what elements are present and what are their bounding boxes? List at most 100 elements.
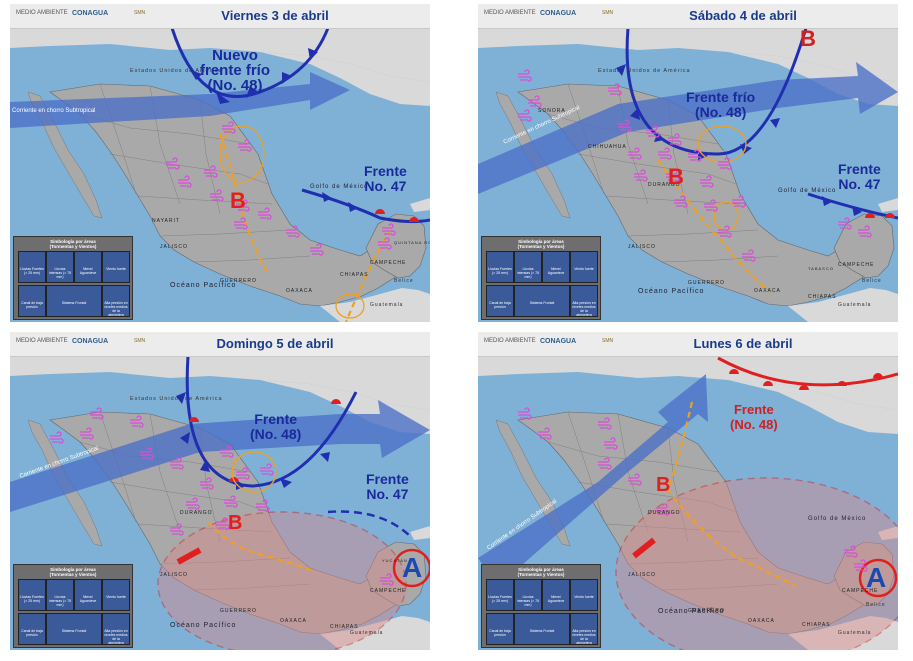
place-label-guatemala: Guatemala xyxy=(350,630,384,636)
high-pressure-area xyxy=(615,477,898,650)
cold-front-triangle xyxy=(740,144,752,154)
legend-heavy-rain: Lluvias Fuertes (> 25 mm) xyxy=(18,251,46,283)
strong-wind-icon xyxy=(378,237,392,250)
pressure-letter: A xyxy=(866,562,887,593)
strong-wind-icon xyxy=(628,147,642,160)
legend-front-system: Sistema Frontal xyxy=(514,285,570,317)
state-border xyxy=(159,229,291,237)
legend-snow-label: Nieve/ Aguanieve xyxy=(547,595,565,603)
central-america xyxy=(788,288,898,322)
legend-front-system: Sistema Frontal xyxy=(514,613,570,645)
legend-trough-label: Canal de baja presión xyxy=(21,629,43,637)
low-pressure-trough xyxy=(666,401,797,587)
legend-title-line1: Simbología por áreas xyxy=(518,567,564,572)
strong-wind-icon xyxy=(220,445,234,458)
state-border xyxy=(605,195,741,205)
place-label-guerrero: GUERRERO xyxy=(688,280,725,286)
strong-wind-icon xyxy=(668,133,682,146)
legend-snow: Nieve/ Aguanieve xyxy=(74,251,102,283)
legend-title: Simbología por áreas(Tormentas y Vientos… xyxy=(14,239,132,249)
central-america xyxy=(788,616,898,650)
low-pressure-trough xyxy=(657,159,771,293)
legend-front-system: Sistema Frontal xyxy=(46,285,102,317)
cold-front-triangle xyxy=(320,452,330,462)
strong-wind-icon xyxy=(598,417,612,430)
state-border xyxy=(667,427,689,543)
place-label-usa: Estados Unidos de América xyxy=(598,68,691,74)
legend-wind-label: Viento fuerte xyxy=(574,267,594,271)
front-47-label: Frente No. 47 xyxy=(366,471,409,502)
texas-coast xyxy=(728,380,898,434)
strong-wind-icon xyxy=(140,447,154,460)
cold-front-triangle xyxy=(322,192,332,202)
strong-wind-icon xyxy=(50,431,64,444)
warm-front-48 xyxy=(717,356,898,387)
strong-wind-icon xyxy=(538,427,552,440)
jet-stream-label: Corriente en chorro Subtropical xyxy=(12,108,96,114)
legend-high-pressure-label: Alta presión en niveles medios de la atm… xyxy=(104,301,128,317)
cold-front-triangle xyxy=(180,432,190,444)
state-border xyxy=(137,195,273,205)
warm-front-semicircle xyxy=(885,213,895,218)
strong-wind-icon xyxy=(700,175,714,188)
conagua-logo: CONAGUA xyxy=(540,10,577,17)
conagua-logo: CONAGUA xyxy=(72,338,109,345)
legend-heavy-rain: Lluvias Fuertes (> 25 mm) xyxy=(486,579,514,611)
place-label-jalisco: JALISCO xyxy=(628,572,656,578)
cold-front-triangle xyxy=(190,70,202,80)
state-border xyxy=(605,523,741,533)
cold-front-triangle xyxy=(348,202,358,212)
strong-wind-icon xyxy=(258,207,272,220)
trough-circle xyxy=(219,125,265,183)
legend-intense-rain: Lluvias intensas (> 75 mm) xyxy=(514,579,542,611)
strong-wind-icon xyxy=(608,83,622,96)
place-label-belice: Belice xyxy=(866,602,886,608)
subtropical-jet-arrow xyxy=(10,72,350,128)
usa-land xyxy=(10,356,430,410)
strong-wind-icon xyxy=(742,249,756,262)
legend-trough: Canal de baja presión xyxy=(18,613,46,645)
strong-wind-icon xyxy=(598,457,612,470)
strong-wind-icon xyxy=(238,139,252,152)
place-label-golfo: Golfo de México xyxy=(808,516,867,522)
strong-wind-icon xyxy=(286,225,300,238)
place-label-chiapas: CHIAPAS xyxy=(330,624,359,630)
trough-circle xyxy=(231,451,277,493)
smn-logo: SMN xyxy=(602,10,614,16)
yucatan-peninsula xyxy=(833,541,895,607)
place-label-guerrero: GUERRERO xyxy=(220,278,257,284)
legend-intense-rain-label: Lluvias intensas (> 75 mm) xyxy=(516,595,540,607)
warm-front-semicircle xyxy=(865,213,875,218)
place-label-pacifico: Océano Pacífico xyxy=(170,282,237,289)
place-label-jalisco: JALISCO xyxy=(628,244,656,250)
subtropical-jet-arrow xyxy=(10,400,430,512)
low-pressure-trough xyxy=(344,229,391,322)
warm-front-semicircle xyxy=(763,381,773,386)
cuba-land xyxy=(878,198,898,212)
cuba-land xyxy=(410,198,430,212)
usa-land xyxy=(478,28,898,82)
place-label-oaxaca: OAXACA xyxy=(754,288,781,294)
strong-wind-icon xyxy=(170,457,184,470)
strong-wind-icon xyxy=(200,477,214,490)
state-border xyxy=(567,411,605,523)
place-label-chiapas: CHIAPAS xyxy=(808,294,837,300)
cold-front-triangle xyxy=(246,86,258,98)
strong-wind-icon xyxy=(170,523,184,536)
legend-intense-rain-label: Lluvias intensas (> 75 mm) xyxy=(516,267,540,279)
weather-map xyxy=(10,332,430,650)
strong-wind-icon xyxy=(382,223,396,236)
panel-title: Domingo 5 de abril xyxy=(216,336,334,351)
medio-ambiente-logo: MEDIO AMBIENTE xyxy=(16,338,68,344)
strong-wind-icon xyxy=(166,157,180,170)
legend-heavy-rain-label: Lluvias Fuertes (> 25 mm) xyxy=(20,267,44,275)
cold-front-triangle xyxy=(200,460,210,472)
strong-wind-icon xyxy=(528,95,542,108)
central-america xyxy=(320,288,430,322)
strong-wind-icon xyxy=(718,225,732,238)
legend-wind: Viento fuerte xyxy=(570,251,598,283)
state-border xyxy=(149,413,181,533)
